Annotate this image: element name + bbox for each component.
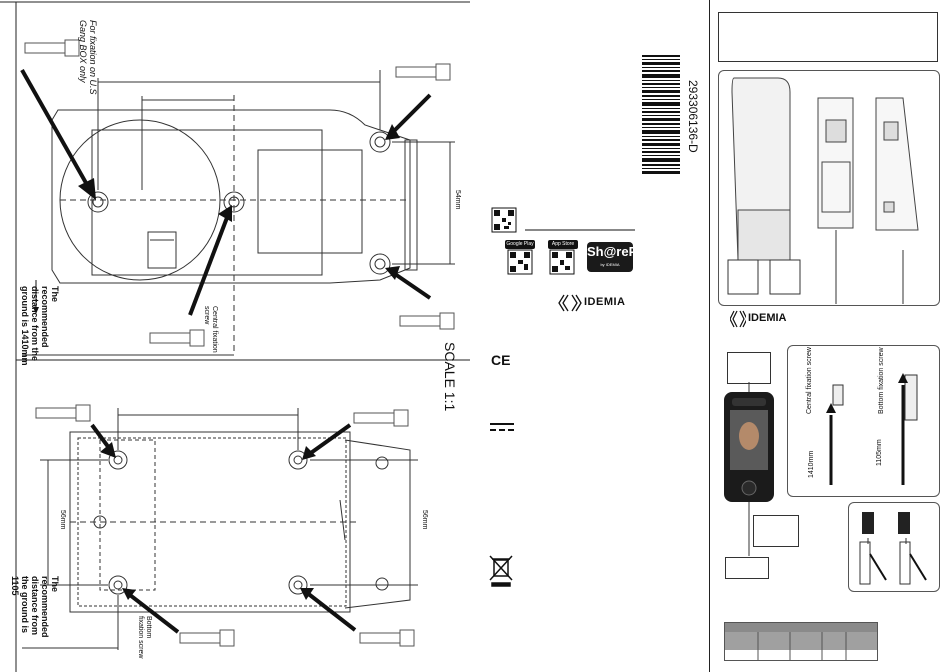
- table-grid: [757, 632, 847, 661]
- installation-diagram: [826, 373, 918, 485]
- idemia-logo-mark: [558, 294, 582, 312]
- scale-label: SCALE 1:1: [442, 342, 458, 412]
- callout-box-3: [725, 557, 769, 579]
- google-play-badge[interactable]: Google Play: [505, 240, 535, 249]
- right-divider: [709, 0, 710, 672]
- bottom-plate-drawing: [22, 408, 418, 650]
- bottom-screws: [35, 404, 415, 647]
- dimension-54mm: 54mm: [454, 190, 461, 210]
- wall-bracket: [817, 97, 854, 229]
- turnstile-diagram: [859, 512, 927, 585]
- top-arrow-heads: [78, 124, 400, 280]
- top-arrows: [20, 69, 432, 316]
- central-screw-label: Central fixation screw: [203, 306, 218, 353]
- dc-symbol: [490, 423, 514, 431]
- mounting-template-drawing: [0, 1, 470, 672]
- qr-apple: [549, 249, 575, 275]
- idemia-brand: IDEMIA: [584, 296, 626, 308]
- idemia-logo-mark-right: [730, 310, 746, 328]
- bottom-screw-label: Bottom fixation screw: [137, 616, 152, 659]
- recommended-distance-bottom: The recommended distance from the ground…: [10, 576, 60, 638]
- recommended-distance-top: The recommended distance from the ground…: [20, 286, 60, 366]
- bottom-arrow-heads: [100, 442, 316, 600]
- top-screws: [24, 39, 455, 347]
- sharepa-sub: by IDEMIA: [600, 262, 620, 267]
- qr-main: [491, 207, 517, 233]
- weee-bin-icon: [489, 555, 513, 587]
- barcode-number: 293306136-D: [686, 80, 700, 153]
- desk-stand: [875, 97, 919, 231]
- idemia-brand-right: IDEMIA: [748, 312, 787, 324]
- install-height-1410: 1410mm: [808, 450, 815, 478]
- middle-column-graphics: [489, 55, 680, 587]
- install-height-1105: 1105mm: [876, 439, 883, 466]
- product-illustrations: [727, 77, 919, 304]
- title-box: [718, 12, 938, 62]
- sharepa-logo[interactable]: Sh@rePa by IDEMIA: [587, 242, 645, 272]
- installation-panel: [787, 345, 940, 497]
- barcode: [642, 55, 680, 174]
- table-body-row: [724, 650, 878, 661]
- dimension-right-56mm: 56mm: [421, 510, 428, 530]
- app-store-label: App Store: [551, 241, 575, 247]
- device-photo: [724, 382, 774, 556]
- callout-box-2: [753, 515, 799, 547]
- dimension-left-56mm: 56mm: [59, 510, 66, 530]
- google-play-label: Google Play: [506, 241, 534, 247]
- qr-google: [507, 249, 533, 275]
- device-front: [731, 77, 791, 261]
- top-bracket-drawing: [22, 70, 455, 356]
- fixation-note: For fixation on U.S Gang BOX only: [78, 20, 98, 95]
- sharepa-title: Sh@rePa: [587, 244, 645, 259]
- install-bottom-screw: Bottom fixation screw: [878, 347, 885, 414]
- app-store-badge[interactable]: App Store: [548, 240, 578, 249]
- ce-mark: CE: [491, 352, 511, 368]
- install-central-screw: Central fixation screw: [806, 347, 813, 414]
